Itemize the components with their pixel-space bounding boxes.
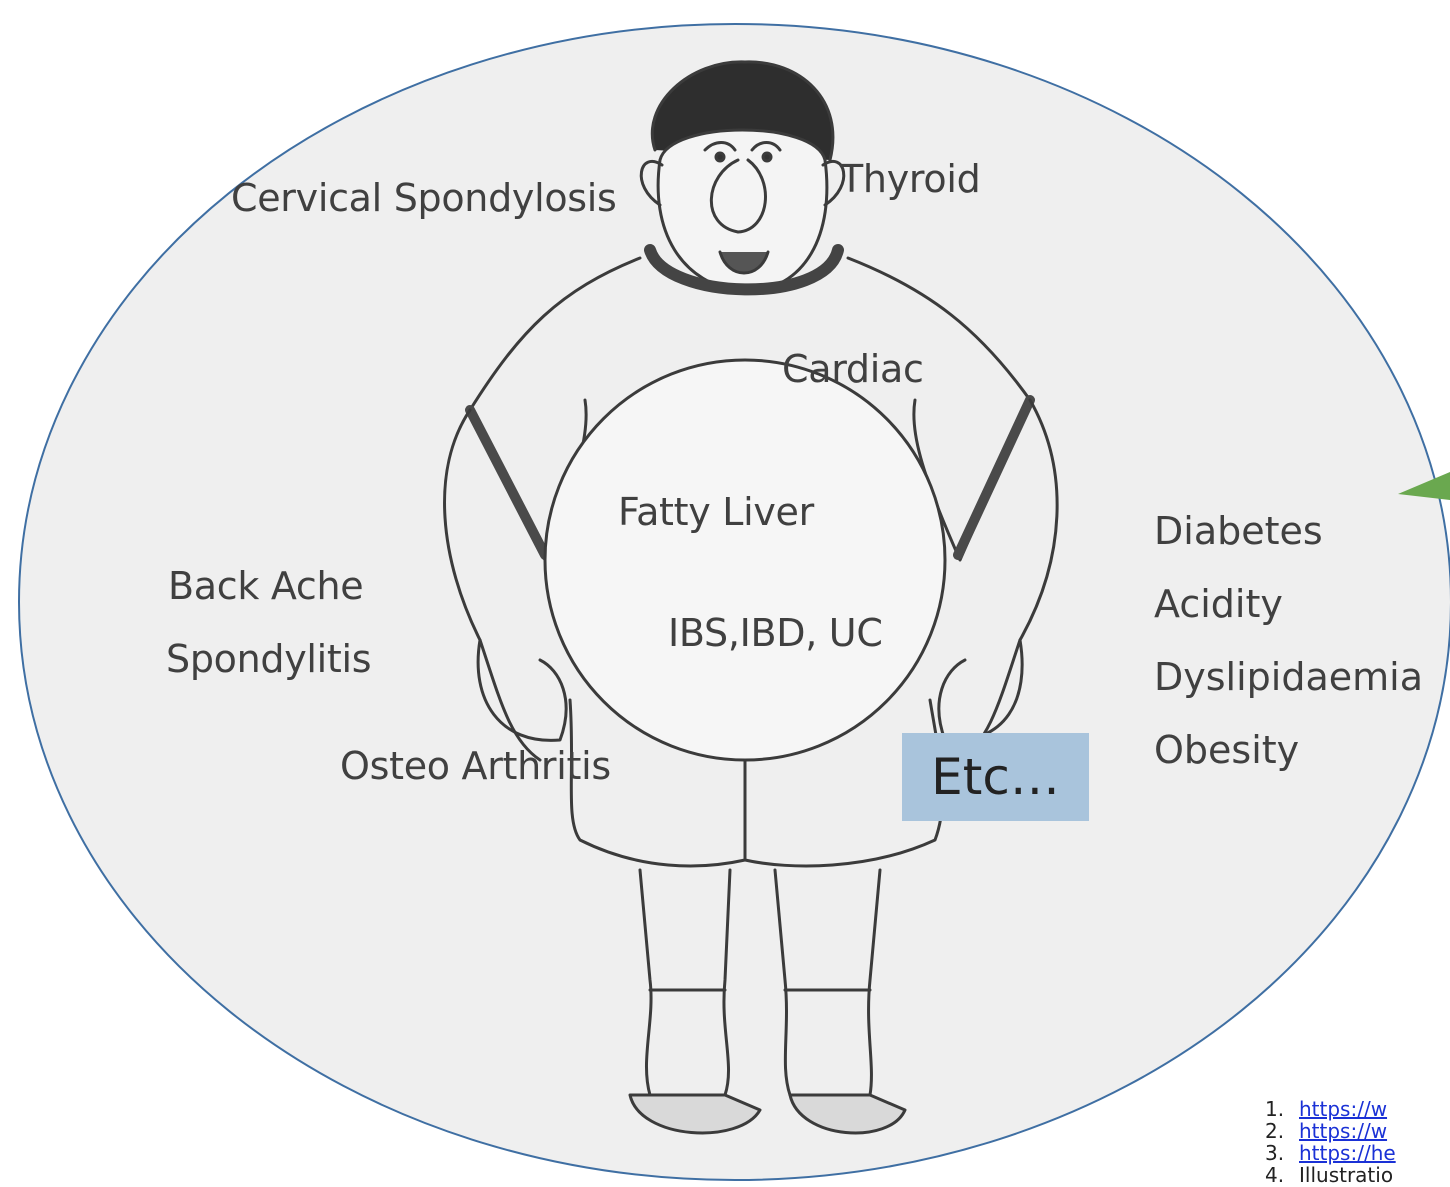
reference-link[interactable]: https://he: [1299, 1141, 1396, 1165]
label-fatty-liver: Fatty Liver: [618, 493, 814, 531]
label-acidity: Acidity: [1154, 585, 1423, 658]
label-cervical-spondylosis: Cervical Spondylosis: [231, 179, 617, 217]
etc-box: Etc…: [902, 733, 1089, 821]
reference-item: 1.https://w: [1265, 1098, 1396, 1120]
label-cardiac: Cardiac: [782, 350, 924, 388]
reference-number: 4.: [1265, 1164, 1299, 1186]
reference-text: Illustratio: [1299, 1163, 1393, 1187]
reference-number: 2.: [1265, 1120, 1299, 1142]
reference-item: 3.https://he: [1265, 1142, 1396, 1164]
right-conditions-list: Diabetes Acidity Dyslipidaemia Obesity: [1154, 512, 1423, 804]
reference-item: 2.https://w: [1265, 1120, 1396, 1142]
label-osteo-arthritis: Osteo Arthritis: [340, 747, 611, 785]
references-list: 1.https://w 2.https://w 3.https://he 4.I…: [1265, 1098, 1396, 1186]
label-back-ache: Back Ache: [168, 567, 363, 605]
reference-number: 3.: [1265, 1142, 1299, 1164]
label-ibs-ibd-uc: IBS,IBD, UC: [668, 614, 883, 652]
label-dyslipidaemia: Dyslipidaemia: [1154, 658, 1423, 731]
label-diabetes: Diabetes: [1154, 512, 1423, 585]
label-thyroid: Thyroid: [840, 160, 980, 198]
reference-link[interactable]: https://w: [1299, 1119, 1387, 1143]
reference-number: 1.: [1265, 1098, 1299, 1120]
etc-label: Etc…: [931, 748, 1060, 806]
label-spondylitis: Spondylitis: [166, 640, 371, 678]
label-obesity: Obesity: [1154, 731, 1423, 804]
reference-item: 4.Illustratio: [1265, 1164, 1396, 1186]
reference-link[interactable]: https://w: [1299, 1097, 1387, 1121]
